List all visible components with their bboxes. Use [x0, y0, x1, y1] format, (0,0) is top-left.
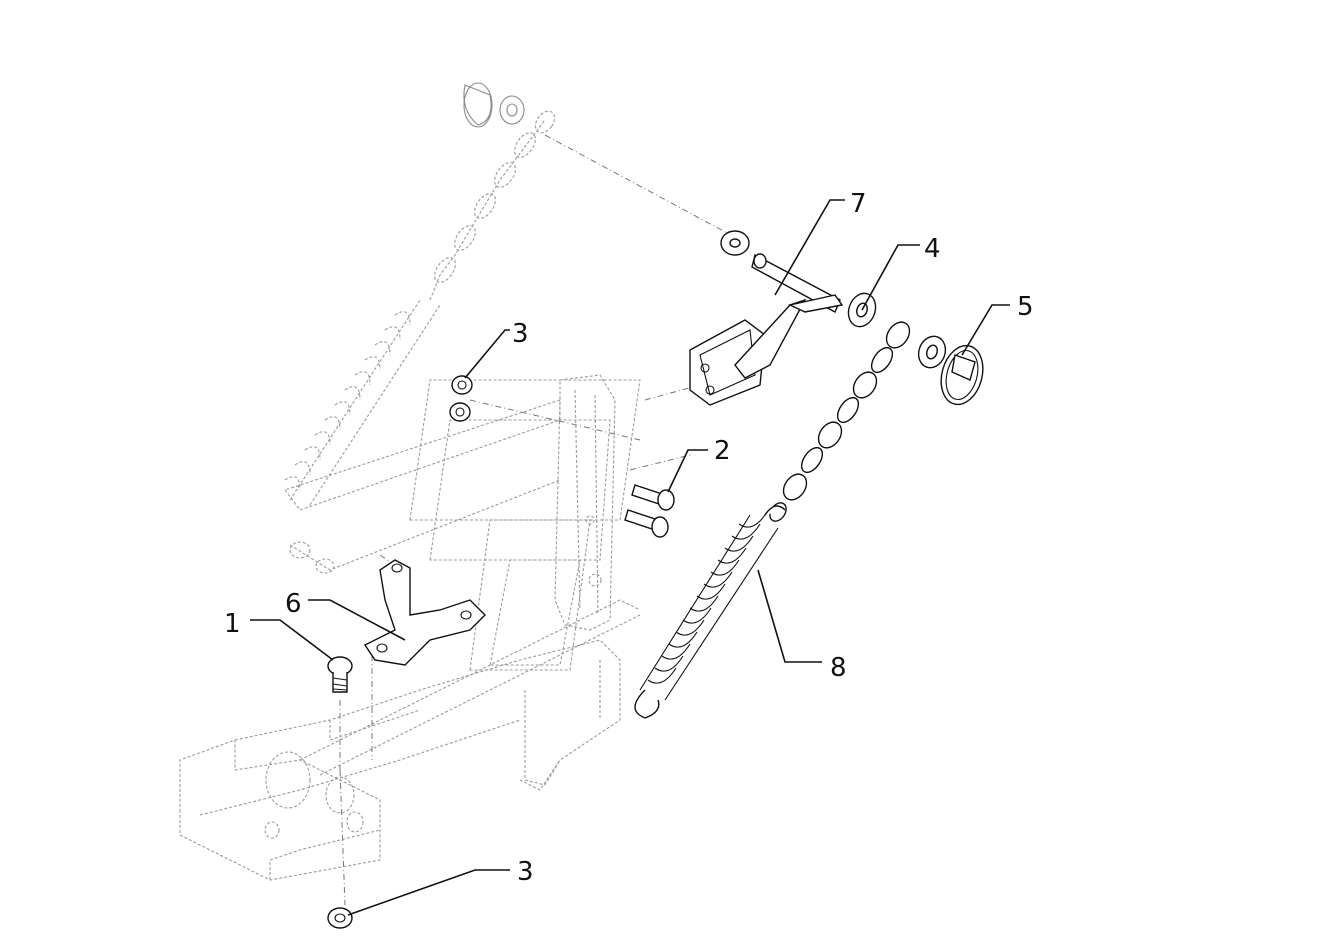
callout-4: 4	[924, 234, 941, 264]
callout-1: 1	[224, 609, 241, 639]
part-2-bolts	[624, 484, 675, 538]
callout-labels: 1 2 3 3 4 5 6 7 8	[224, 189, 1034, 887]
callout-2: 2	[714, 436, 731, 466]
part-7-hinge-assembly	[689, 230, 844, 406]
part-1-screw	[327, 656, 353, 693]
part-3-nut-bottom	[327, 907, 353, 929]
part-8-spring	[634, 505, 786, 719]
chain	[769, 321, 911, 522]
assembly-axis-lines	[339, 134, 741, 906]
callout-8: 8	[830, 653, 847, 683]
callout-5: 5	[1017, 292, 1034, 322]
callout-leaders	[250, 199, 1010, 916]
part-4-washers	[847, 292, 947, 369]
part-3-nuts-top	[449, 375, 473, 422]
ghost-frame-assembly	[179, 82, 641, 881]
callout-6: 6	[285, 589, 302, 619]
callout-7: 7	[850, 189, 867, 219]
part-5-linch-pin	[940, 344, 984, 406]
part-6-bracket	[363, 559, 486, 666]
callout-3-top: 3	[512, 319, 529, 349]
callout-3-bottom: 3	[517, 857, 534, 887]
